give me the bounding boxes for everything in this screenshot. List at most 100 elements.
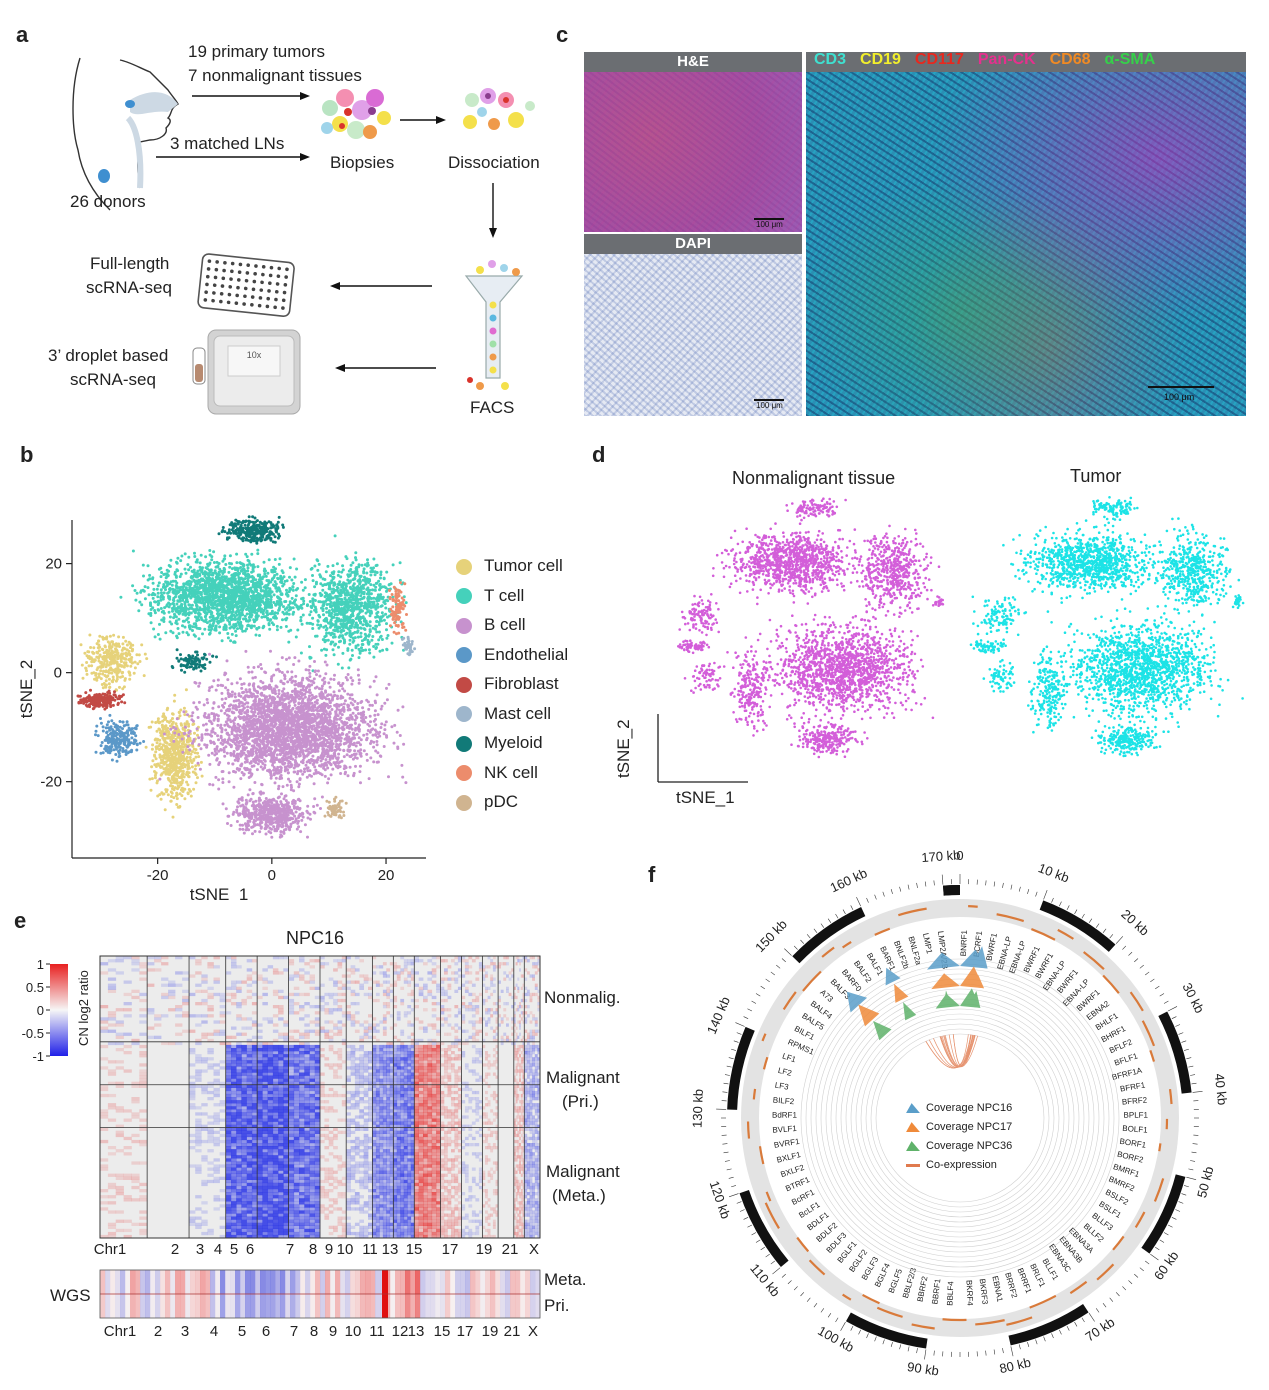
scatter-point [178,792,182,796]
scatter-point [104,669,108,673]
scatter-point [176,752,180,756]
scatter-point [329,623,333,627]
scatter-point [274,684,278,688]
scatter-point [114,679,118,683]
scatter-point [248,788,252,792]
scatter-point [216,609,220,613]
scatter-point [222,593,226,597]
scatter-point [224,627,228,631]
scatter-point [176,735,180,739]
scatter-point [310,683,314,687]
scatter-point [275,628,279,632]
scatter-point [292,789,296,793]
scatter-point [301,588,305,592]
scatter-point [229,639,233,643]
scatter-point [163,717,167,721]
scatter-point [262,594,266,598]
scatter-point [237,704,241,708]
scatter-point [370,703,374,707]
scatter-point [157,608,161,612]
scatter-point [360,597,364,601]
scatter-point [235,552,239,556]
dapi-scale-label: 100 μm [756,401,783,410]
scatter-point [379,586,383,590]
scatter-point [353,577,357,580]
scatter-point [356,702,360,705]
scatter-point [231,605,235,609]
scatter-point [293,703,297,707]
scatter-point [240,771,244,774]
scatter-point [135,591,139,595]
scatter-point [373,588,377,592]
scatter-point [290,578,294,582]
scatter-point [215,577,219,581]
scatter-point [321,604,325,608]
scatter-point [169,756,173,760]
scatter-point [314,609,318,613]
scatter-point [180,788,184,792]
scatter-point [289,783,293,787]
dapi-scale-bar [754,399,784,401]
scatter-point [216,589,220,593]
scatter-point [358,651,362,655]
scatter-point [328,625,332,629]
scatter-point [165,736,169,740]
scatter-point [259,765,263,769]
scatter-point [293,575,297,579]
scatter-point [321,638,325,642]
scatter-point [374,675,378,679]
scatter-point [350,682,354,686]
scatter-point [199,597,203,601]
scatter-point [115,644,119,648]
scatter-point [268,627,272,631]
scatter-point [234,572,238,575]
scatter-point [255,618,259,621]
scatter-point [224,616,228,620]
scatter-point [175,803,179,806]
scatter-point [198,612,202,616]
scatter-point [203,615,207,619]
scatter-point [361,623,365,627]
scatter-point [157,744,161,748]
scatter-point [323,774,327,778]
scatter-point [219,619,223,623]
scatter-point [187,771,191,775]
scatter-point [187,620,191,624]
scatter-point [265,579,269,582]
scatter-point [223,601,227,605]
scatter-point [205,621,209,625]
scatter-point [117,642,121,646]
scatter-point [277,562,281,566]
scatter-point [377,638,381,642]
scatter-point [193,555,197,558]
scatter-point [174,722,178,726]
scatter-point [329,614,333,618]
scatter-point [284,625,288,628]
scatter-point [346,648,350,652]
scatter-point [181,630,185,634]
scatter-point [311,622,315,626]
scatter-point [333,625,337,629]
scatter-point [158,728,162,732]
scatter-point [217,738,220,742]
scatter-point [191,711,195,715]
scatter-point [287,603,291,607]
scatter-point [324,672,328,676]
scatter-point [190,603,194,607]
scatter-point [183,725,187,729]
scatter-point [377,579,381,583]
scatter-point [112,669,116,673]
scatter-point [202,588,206,592]
scatter-point [318,615,322,619]
scatter-point [296,770,300,773]
scatter-point [224,598,228,602]
scatter-point [256,552,260,556]
scatter-point [292,557,296,561]
scatter-point [215,752,219,756]
scatter-point [97,675,100,679]
scatter-point [378,583,382,587]
scatter-point [348,642,352,646]
scatter-point [332,583,336,587]
scatter-point [106,674,110,678]
scatter-point [280,656,284,660]
